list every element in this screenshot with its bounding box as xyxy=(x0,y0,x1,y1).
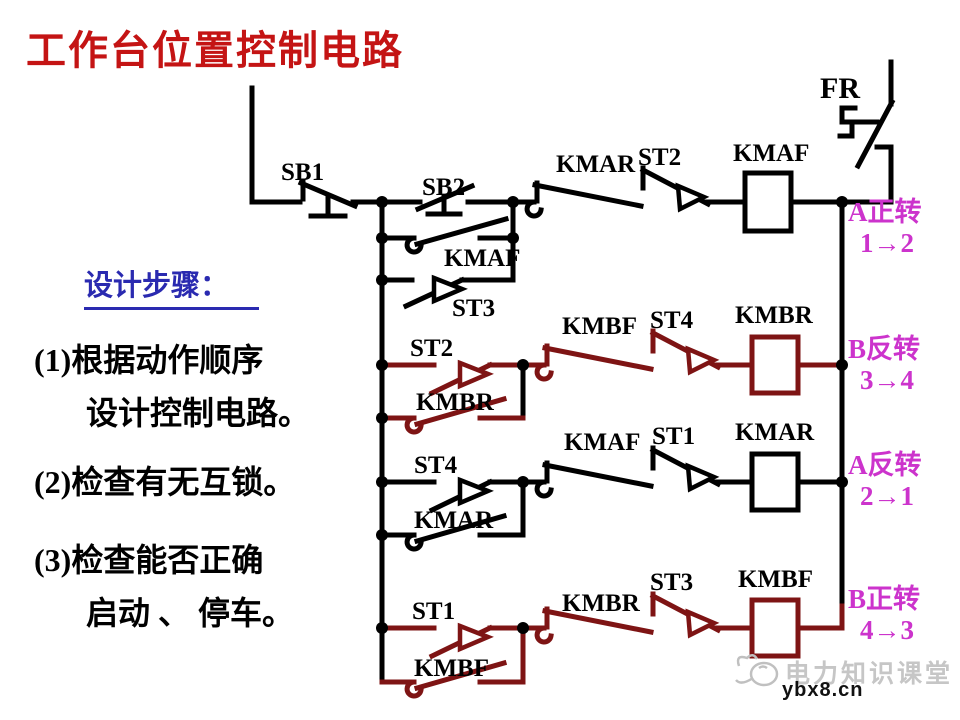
r1-coil-label: KMAF xyxy=(733,140,809,167)
watermark: 电力知识课堂 xyxy=(733,650,953,694)
component-labels: FR SB1 SB2 KMAF ST3 KMAR ST2 KMAF ST2 KM… xyxy=(281,72,860,682)
rung3 xyxy=(379,445,845,552)
output-action: B正转 xyxy=(848,584,921,614)
sb2-label: SB2 xyxy=(422,174,465,201)
feed-wire xyxy=(249,85,303,205)
rung1 xyxy=(510,165,845,234)
output-transition: 2→1 xyxy=(860,481,914,511)
output-b-forward: B正转 4→3 xyxy=(848,584,948,646)
kmar-coil xyxy=(749,451,801,513)
sb1-label: SB1 xyxy=(281,159,324,186)
kmbr-coil xyxy=(749,334,801,396)
r2-st2-label: ST2 xyxy=(410,335,453,362)
kmaf-hold-label: KMAF xyxy=(444,245,520,272)
sb2-contact xyxy=(379,182,516,217)
design-step-1: (1)根据动作顺序 设计控制电路。 xyxy=(34,334,310,440)
output-transition: 3→4 xyxy=(860,365,914,395)
kmbf-coil xyxy=(749,597,801,659)
black-wiring xyxy=(249,59,896,685)
output-action: B反转 xyxy=(848,334,921,364)
step3-line2: 启动 、 停车。 xyxy=(86,595,295,631)
design-step-3: (3)检查能否正确 启动 、 停车。 xyxy=(34,534,294,640)
fr-contact xyxy=(837,59,896,205)
output-a-forward: A正转 1→2 xyxy=(848,197,948,259)
r2-kmbr-hold-label: KMBR xyxy=(416,389,495,416)
r3-st1-label: ST1 xyxy=(652,423,695,450)
r4-coil-label: KMBF xyxy=(738,566,813,593)
r4-st3-label: ST3 xyxy=(650,569,693,596)
rung2 xyxy=(379,328,845,435)
r4-st1-label: ST1 xyxy=(412,598,455,625)
r2-coil-label: KMBR xyxy=(735,302,814,329)
watermark-logo-icon xyxy=(735,654,779,687)
output-transition: 4→3 xyxy=(860,615,914,645)
rung4 xyxy=(379,591,845,699)
step1-line1: (1)根据动作顺序 xyxy=(34,342,264,378)
r3-kmar-hold-label: KMAR xyxy=(414,507,494,534)
maroon-wiring xyxy=(379,328,845,699)
r3-st4-label: ST4 xyxy=(414,452,458,479)
design-steps-heading: 设计步骤： xyxy=(84,262,260,310)
watermark-brand: 电力知识课堂 xyxy=(785,661,954,688)
r3-kmaf-label: KMAF xyxy=(564,429,640,456)
r1-kmar-label: KMAR xyxy=(556,151,636,178)
page-title: 工作台位置控制电路 xyxy=(26,28,404,73)
step3-line1: (3)检查能否正确 xyxy=(34,542,264,578)
watermark-site: ybx8.cn xyxy=(782,679,864,701)
output-action: A反转 xyxy=(848,450,922,480)
r4-kmbr-label: KMBR xyxy=(562,590,641,617)
output-action: A正转 xyxy=(848,197,922,227)
step2-line1: (2)检查有无互锁。 xyxy=(34,464,296,500)
st3-branch-label: ST3 xyxy=(452,295,495,322)
step1-line2: 设计控制电路。 xyxy=(86,395,311,431)
r3-coil-label: KMAR xyxy=(735,419,815,446)
r2-st4-label: ST4 xyxy=(650,307,694,334)
output-transition: 1→2 xyxy=(860,228,914,258)
junction-nodes xyxy=(376,196,848,634)
r1-st2-label: ST2 xyxy=(638,144,681,171)
fr-label: FR xyxy=(820,72,860,105)
output-b-reverse: B反转 3→4 xyxy=(848,334,948,396)
design-step-2: (2)检查有无互锁。 xyxy=(34,456,295,509)
output-a-reverse: A反转 2→1 xyxy=(848,450,948,512)
sb1-contact xyxy=(297,178,385,219)
r4-kmbf-hold-label: KMBF xyxy=(414,655,489,682)
r2-kmbf-label: KMBF xyxy=(562,313,637,340)
kmaf-coil xyxy=(742,170,794,234)
